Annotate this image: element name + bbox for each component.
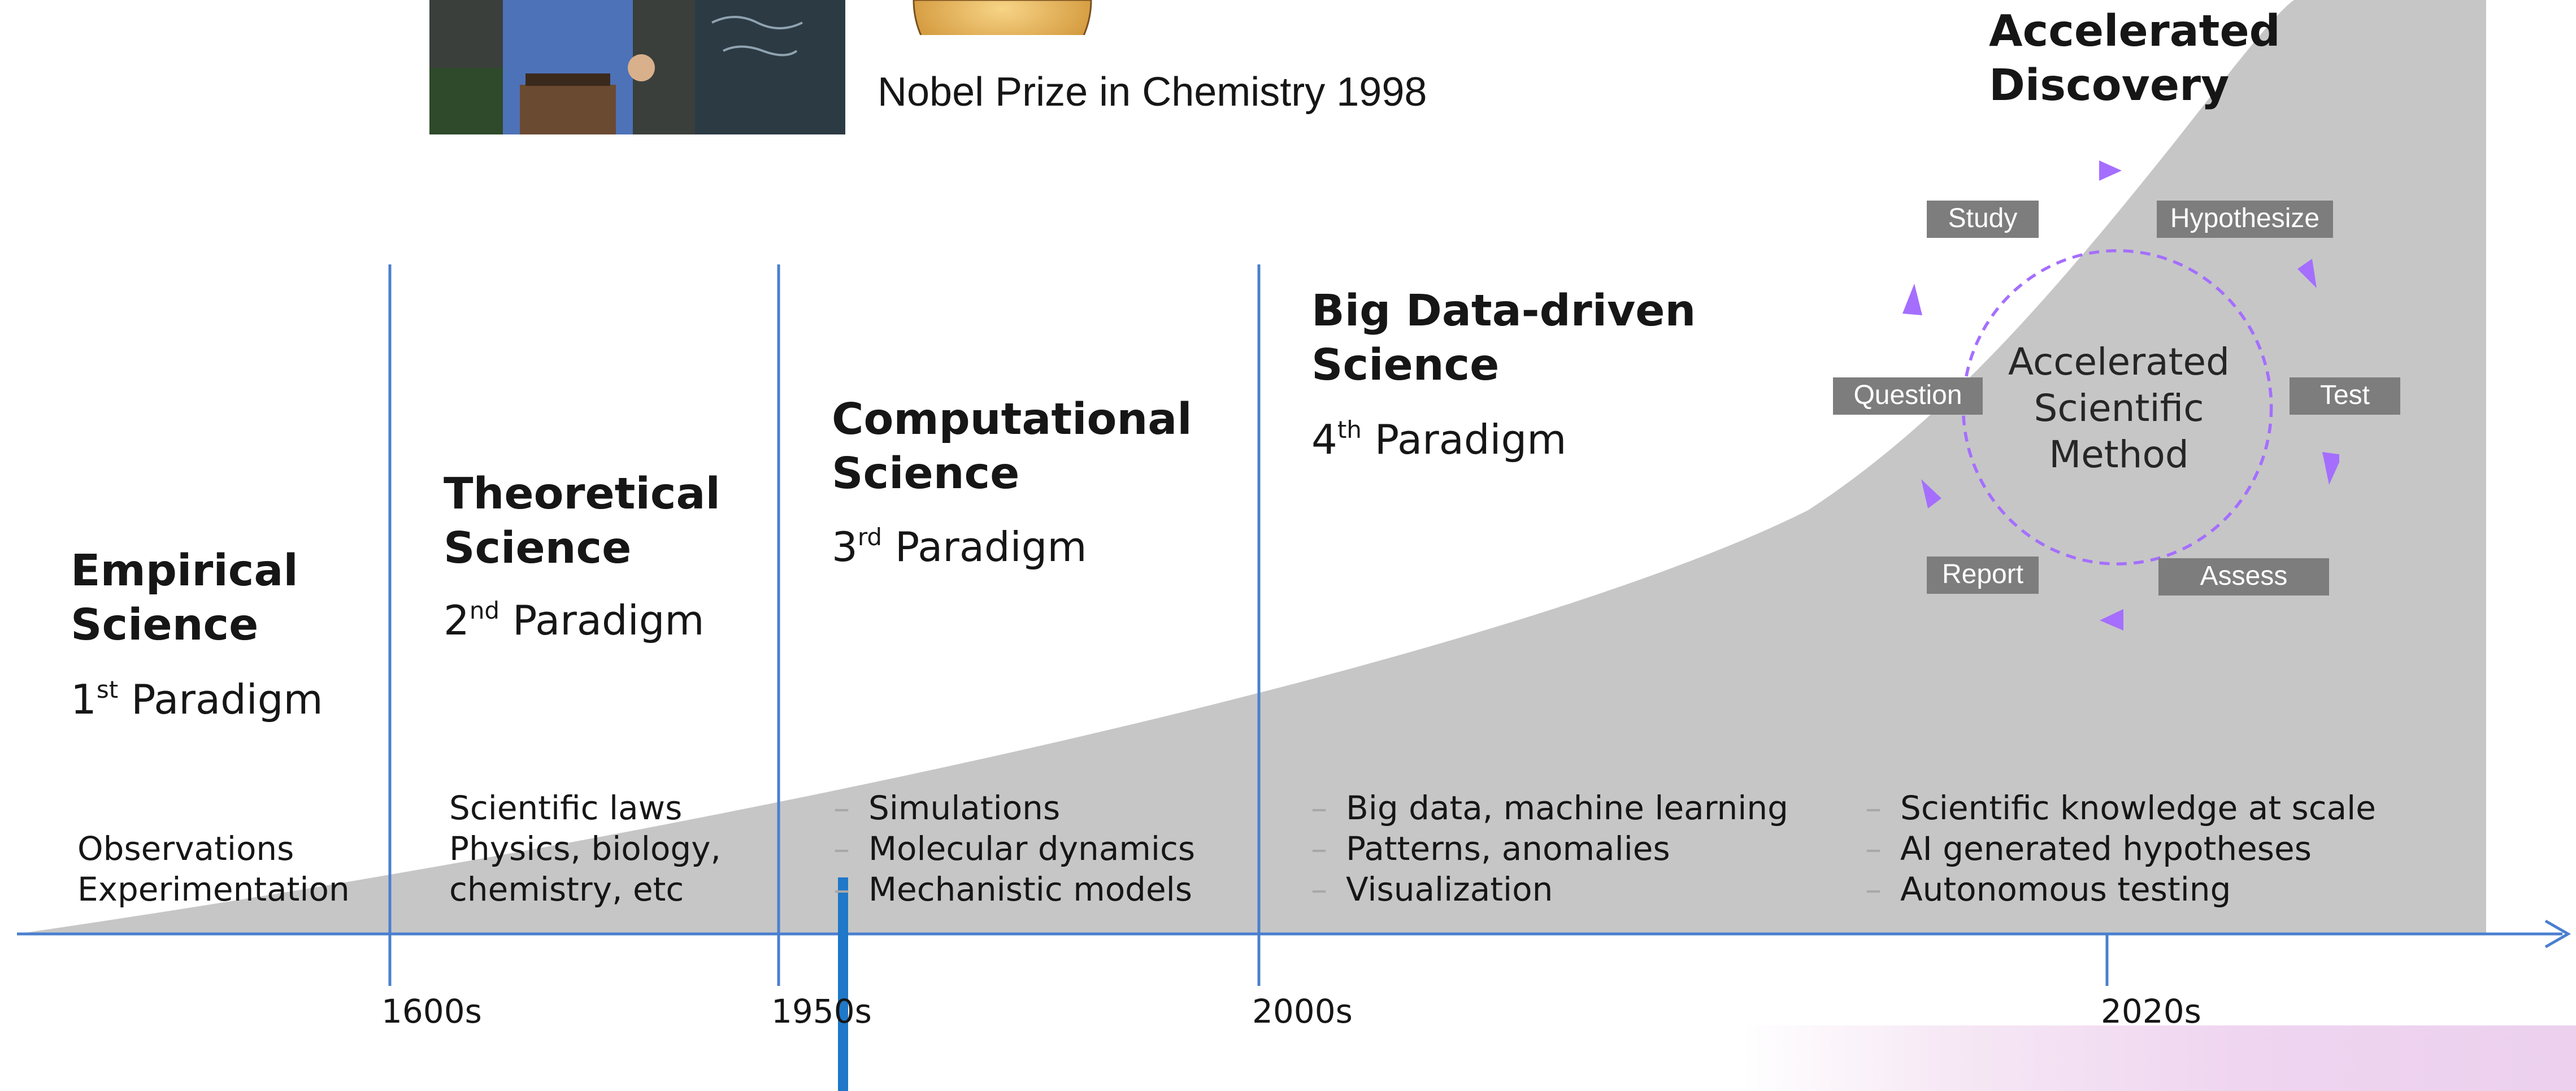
- paradigm-3-word: Paradigm: [894, 523, 1087, 571]
- paradigm-3-number: 3: [832, 523, 858, 571]
- paradigm-3-label: 3rd Paradigm: [832, 521, 1087, 572]
- list-item: Physics, biology,: [449, 829, 721, 868]
- list-item-text: Molecular dynamics: [868, 829, 1196, 868]
- bullet-dash: –: [1311, 829, 1327, 868]
- bullet-dash: –: [1311, 789, 1327, 827]
- bullet-dash: –: [1865, 789, 1882, 827]
- arrow-bottom: [2100, 609, 2123, 631]
- timeline-label-1600s: 1600s: [381, 992, 482, 1031]
- timeline-label-2020s: 2020s: [2101, 992, 2201, 1031]
- paradigm-3-title-line2: Science: [832, 449, 1020, 499]
- accelerated-title-line2: Discovery: [1989, 60, 2230, 111]
- list-item-text: Simulations: [868, 789, 1061, 827]
- paradigm-2-items: Scientific laws Physics, biology, chemis…: [449, 788, 721, 910]
- timeline-marker: [838, 877, 848, 1091]
- cycle-arrows: [1902, 160, 2339, 631]
- step-report: Report: [1927, 557, 2039, 594]
- bullet-dash: –: [833, 829, 850, 868]
- paradigm-3-title-line1: Computational: [832, 394, 1192, 445]
- bullet-dash: –: [833, 870, 850, 909]
- nobel-medal: [913, 0, 1092, 35]
- list-item-text: Visualization: [1346, 870, 1553, 909]
- paradigm-3-title: Computational Science: [832, 393, 1192, 501]
- list-item: Scientific laws: [449, 789, 683, 827]
- timeline-arrowhead: [2544, 919, 2571, 949]
- timeline-label-2000s: 2000s: [1252, 992, 1353, 1031]
- paradigm-2-title-line2: Science: [444, 523, 632, 573]
- cycle-center-line3: Method: [2049, 433, 2189, 476]
- list-item-text: Patterns, anomalies: [1346, 829, 1670, 868]
- paradigm-1-suffix: st: [96, 676, 119, 703]
- paradigm-1-word: Paradigm: [131, 676, 323, 723]
- paradigm-2-label: 2nd Paradigm: [444, 595, 705, 646]
- step-question: Question: [1833, 377, 1983, 415]
- list-item: –Molecular dynamics: [833, 828, 1195, 869]
- paradigm-3-suffix: rd: [857, 523, 883, 551]
- photo-caption: Nobel Prize in Chemistry 1998: [878, 69, 1427, 115]
- timeline-label-1950s: 1950s: [771, 992, 872, 1031]
- list-item-text: Autonomous testing: [1900, 870, 2231, 909]
- accelerated-discovery-title: Accelerated Discovery: [1989, 5, 2280, 113]
- list-item: –Mechanistic models: [833, 869, 1195, 910]
- scientific-method-cycle: [1902, 160, 2339, 631]
- step-test: Test: [2290, 377, 2400, 415]
- cycle-center-label: Accelerated Scientific Method: [2000, 339, 2238, 478]
- accelerated-discovery-items: –Scientific knowledge at scale –AI gener…: [1865, 788, 2376, 910]
- list-item: chemistry, etc: [449, 870, 684, 909]
- accelerated-title-line1: Accelerated: [1989, 6, 2280, 56]
- cycle-center-line2: Scientific: [2034, 386, 2204, 430]
- paradigm-1-title-line2: Science: [71, 600, 259, 650]
- paradigm-1-number: 1: [71, 676, 97, 723]
- paradigm-2-suffix: nd: [469, 597, 500, 624]
- paradigm-1-title: Empirical Science: [71, 544, 298, 653]
- arrow-left-upper: [1902, 284, 1922, 315]
- bullet-dash: –: [1311, 870, 1327, 909]
- growth-curve-area: [17, 0, 2486, 934]
- list-item: –Autonomous testing: [1865, 869, 2376, 910]
- paradigm-2-title-line1: Theoretical: [444, 469, 720, 519]
- paradigm-1-items: Observations Experimentation: [77, 828, 350, 910]
- paradigm-4-items: –Big data, machine learning –Patterns, a…: [1311, 788, 1788, 910]
- step-assess: Assess: [2158, 558, 2329, 596]
- paradigm-4-title-line1: Big Data-driven: [1311, 286, 1696, 336]
- list-item: –Simulations: [833, 788, 1195, 828]
- laureate-photo: [429, 0, 845, 134]
- list-item-text: Scientific knowledge at scale: [1900, 789, 2376, 827]
- paradigm-4-suffix: th: [1337, 416, 1362, 444]
- arrow-right-lower: [2322, 452, 2339, 485]
- list-item-text: AI generated hypotheses: [1900, 829, 2312, 868]
- cycle-center-line1: Accelerated: [2008, 340, 2230, 384]
- list-item: –Patterns, anomalies: [1311, 828, 1788, 869]
- list-item: Experimentation: [77, 870, 350, 909]
- bullet-dash: –: [1865, 870, 1882, 909]
- list-item: Observations: [77, 829, 294, 868]
- arrow-left-lower: [1921, 479, 1941, 508]
- decorative-texture: [1743, 1025, 2576, 1091]
- paradigm-4-word: Paradigm: [1374, 416, 1567, 463]
- paradigm-1-title-line1: Empirical: [71, 546, 298, 596]
- list-item-text: Big data, machine learning: [1346, 789, 1788, 827]
- step-hypothesize: Hypothesize: [2157, 201, 2333, 238]
- step-study: Study: [1927, 201, 2039, 238]
- paradigm-1-label: 1st Paradigm: [71, 674, 323, 725]
- list-item: –Scientific knowledge at scale: [1865, 788, 2376, 828]
- paradigm-4-title: Big Data-driven Science: [1311, 284, 1696, 393]
- paradigm-2-title: Theoretical Science: [444, 467, 720, 576]
- arrow-top: [2099, 160, 2122, 181]
- arrow-right-upper: [2297, 259, 2317, 288]
- bullet-dash: –: [833, 789, 850, 827]
- list-item: –AI generated hypotheses: [1865, 828, 2376, 869]
- paradigm-3-items: –Simulations –Molecular dynamics –Mechan…: [833, 788, 1195, 910]
- paradigm-4-label: 4th Paradigm: [1311, 414, 1566, 465]
- list-item: –Big data, machine learning: [1311, 788, 1788, 828]
- paradigm-2-word: Paradigm: [512, 597, 705, 644]
- paradigm-4-number: 4: [1311, 416, 1337, 463]
- list-item-text: Mechanistic models: [868, 870, 1193, 909]
- paradigm-2-number: 2: [444, 597, 470, 644]
- list-item: –Visualization: [1311, 869, 1788, 910]
- bullet-dash: –: [1865, 829, 1882, 868]
- paradigm-4-title-line2: Science: [1311, 340, 1500, 390]
